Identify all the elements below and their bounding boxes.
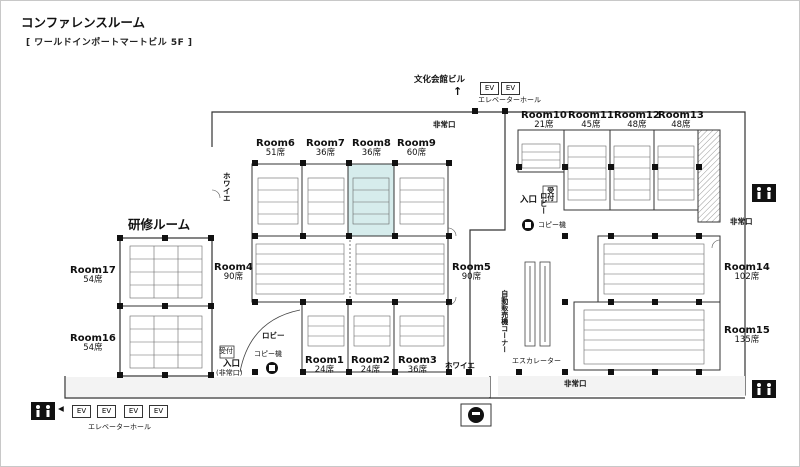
bunka-kaikan-label: 文化会館ビル: [414, 75, 466, 85]
elevator-top-2: EV: [501, 82, 520, 95]
arrow-left-icon: ◀: [58, 404, 64, 413]
vending-corner-label: 自動販売機コーナー: [500, 290, 509, 353]
training-room-label: 研修ルーム: [128, 217, 191, 232]
room4-seats: [255, 243, 345, 295]
room16-seats: [129, 315, 203, 369]
room5-seats: [355, 243, 445, 295]
corridor-right: [498, 376, 745, 396]
copier-label-right: コピー機: [538, 221, 566, 229]
emergency-exit-bottom: 非常口: [564, 379, 587, 388]
room13-area: [653, 129, 699, 211]
smoking-area-icon: [460, 403, 492, 427]
room12-seats: [613, 145, 651, 201]
copier-icon: [522, 219, 534, 231]
copier-icon: [266, 362, 278, 374]
arrow-up-icon: ↑: [453, 85, 463, 98]
room7-seats: [307, 177, 345, 225]
elevator-hall-top-label: エレベーターホール: [478, 96, 541, 104]
restroom-icon: [752, 184, 776, 202]
entrance-label-right: 入口: [520, 195, 538, 205]
room1-seats: [307, 315, 345, 347]
room12-area: [609, 129, 655, 211]
elevator-bottom-1: EV: [72, 405, 91, 418]
room9-seats: [399, 177, 445, 225]
entrance-sub-label: (非常口): [216, 369, 243, 377]
page-title: コンファレンスルーム: [21, 15, 146, 30]
room7-area: [301, 163, 349, 237]
room11-area: [563, 129, 611, 211]
emergency-exit-top: 非常口: [433, 120, 456, 129]
room3-seats: [399, 315, 445, 347]
room6-area: [251, 163, 303, 237]
room17-seats: [129, 245, 203, 299]
lobby-label-right: ロビー: [539, 192, 549, 215]
room14-area: [597, 235, 721, 303]
reception-desk: [219, 345, 235, 359]
reception-desk: [542, 185, 558, 203]
room9-area: [393, 163, 449, 237]
entrance-label-left: 入口: [223, 359, 241, 369]
room10-area: [517, 129, 565, 173]
lobby-label: ロビー: [262, 331, 285, 340]
escalator-label: エスカレーター: [512, 357, 561, 365]
room10-seats: [521, 143, 561, 169]
room8-seats: [352, 177, 390, 225]
corridor-bottom: [66, 377, 490, 397]
room16-area: [119, 305, 213, 377]
room2-seats: [353, 315, 391, 347]
room15-seats: [583, 309, 705, 365]
elevator-bottom-3: EV: [124, 405, 143, 418]
copier-label-left: コピー機: [254, 350, 282, 358]
lobby-curve: [239, 309, 301, 373]
room8-highlight: [348, 164, 394, 236]
room6-seats: [257, 177, 299, 225]
room3-area: [393, 301, 449, 373]
room15-area: [573, 301, 721, 371]
elevator-top-1: EV: [480, 82, 499, 95]
foyer-label-upper: ホワイエ: [222, 172, 232, 202]
restroom-icon: [752, 380, 776, 398]
foyer-label-lower: ホワイエ: [445, 361, 475, 370]
room13-seats: [657, 145, 695, 201]
reception-label-right: 受付: [546, 187, 555, 201]
stair-hatch: [697, 129, 721, 223]
page-subtitle: [ ワールドインポートマートビル 5F ]: [26, 38, 193, 48]
elevator-bottom-4: EV: [149, 405, 168, 418]
reception-label-left: 受付: [219, 347, 233, 355]
emergency-exit-right: 非常口: [730, 217, 753, 226]
room11-seats: [567, 145, 607, 201]
restroom-icon: [31, 402, 55, 420]
elevator-hall-bottom-label: エレベーターホール: [88, 423, 151, 431]
pillars: [117, 108, 702, 378]
room14-seats: [603, 243, 705, 295]
elevator-bottom-2: EV: [97, 405, 116, 418]
escalator: [524, 261, 551, 347]
